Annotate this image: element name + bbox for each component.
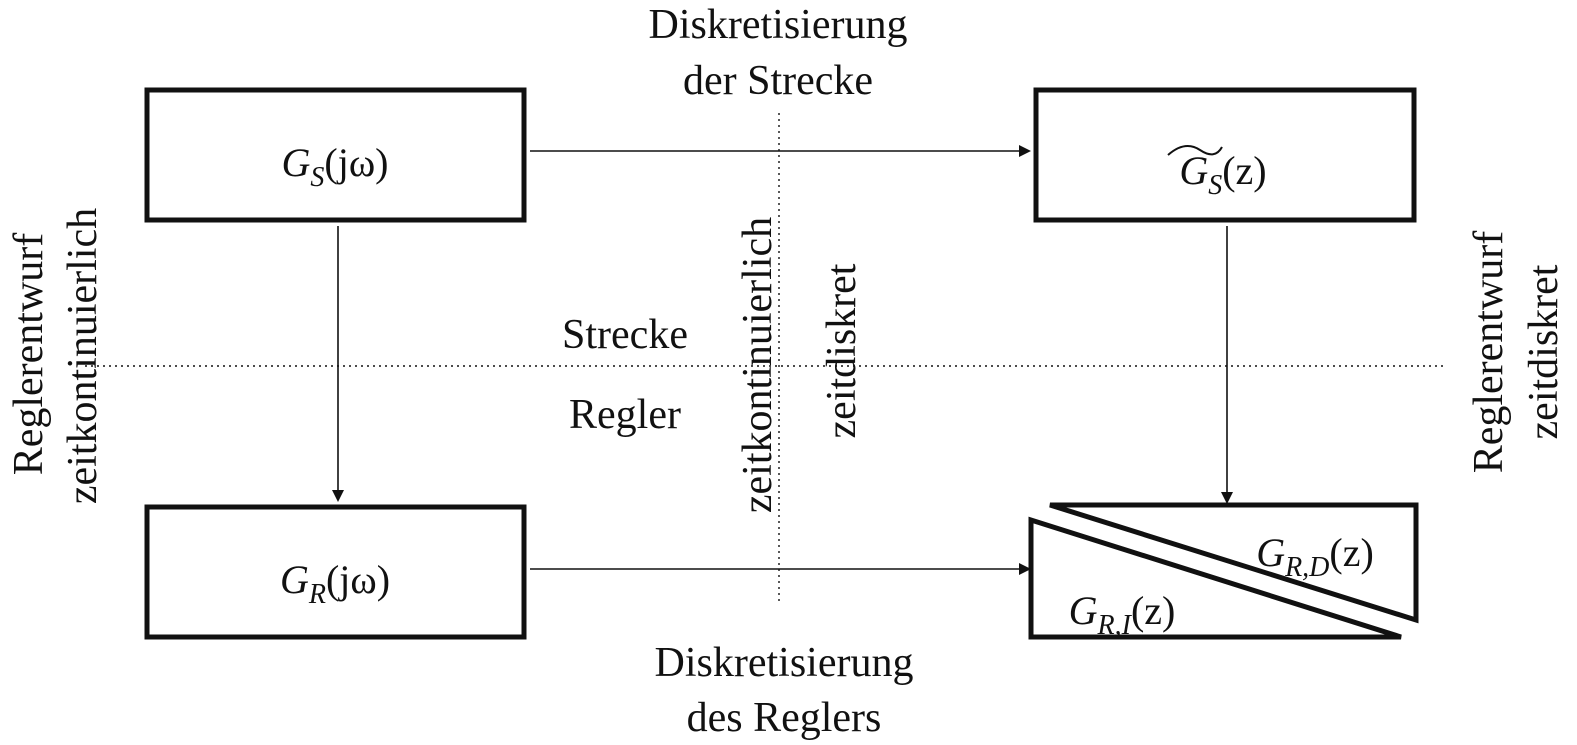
side-left-line1: Reglerentwurf — [6, 233, 52, 476]
tilde-accent-icon — [1167, 145, 1223, 156]
block-gr-discrete-i-part — [1028, 516, 1402, 640]
gs-discrete-label: GS(z) — [1167, 145, 1267, 201]
block-gr-continuous — [144, 504, 527, 640]
side-left-line2: zeitkontinuierlich — [60, 208, 106, 504]
label-strecke: Strecke — [562, 312, 688, 358]
block-gr-discrete-d-part — [1049, 502, 1419, 624]
caption-top-line1: Diskretisierung — [649, 2, 908, 48]
caption-top-line2: der Strecke — [683, 58, 873, 104]
label-regler: Regler — [569, 392, 681, 438]
gr-continuous-label: GR(jω) — [280, 557, 390, 610]
block-gs-continuous — [144, 87, 527, 223]
label-zeitkontinuierlich-vertical: zeitkontinuierlich — [735, 217, 781, 513]
side-right-line2: zeitdiskret — [1521, 264, 1567, 439]
block-gr-discrete — [1028, 502, 1419, 640]
caption-bottom-line2: des Reglers — [687, 695, 882, 741]
caption-bottom-line1: Diskretisierung — [655, 640, 914, 686]
block-gs-discrete — [1033, 87, 1417, 223]
label-zeitdiskret-vertical: zeitdiskret — [819, 263, 865, 438]
gr-discrete-d-label: GR,D(z) — [1256, 530, 1374, 583]
gs-continuous-label: GS(jω) — [282, 140, 389, 193]
gr-discrete-i-label: GR,I(z) — [1069, 588, 1176, 641]
svg-text:GS(z): GS(z) — [1179, 148, 1266, 201]
side-right-line1: Reglerentwurf — [1466, 231, 1512, 474]
